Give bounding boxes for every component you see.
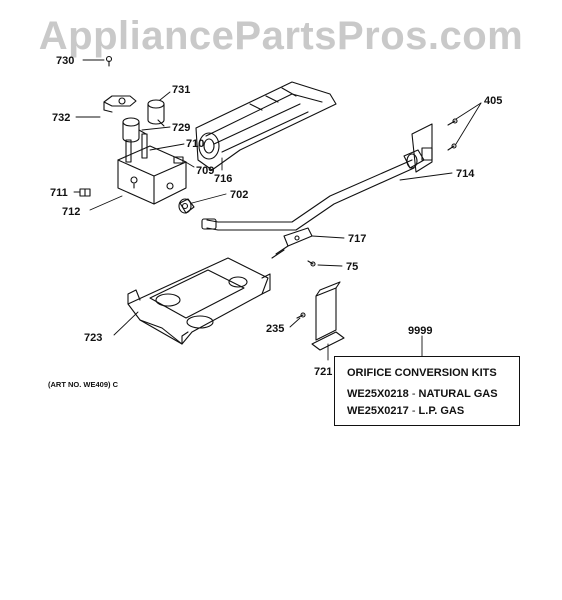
kit-separator: - — [408, 405, 419, 417]
label-730: 730 — [56, 55, 74, 67]
art-number: (ART NO. WE409) C — [48, 380, 119, 389]
kit-box-title: ORIFICE CONVERSION KITS — [347, 367, 497, 379]
kit-separator: - — [408, 388, 419, 400]
label-9999: 9999 — [408, 325, 432, 337]
part-730-screw[interactable] — [105, 55, 113, 67]
label-717: 717 — [348, 233, 366, 245]
part-75-screw[interactable] — [307, 260, 316, 267]
leader-lines — [73, 59, 482, 361]
kit-row: WE25X0218 - NATURAL GAS — [347, 388, 498, 400]
label-732: 732 — [52, 112, 70, 124]
part-721-shield[interactable] — [311, 281, 345, 351]
part-709-fitting[interactable] — [173, 156, 184, 164]
label-716: 716 — [214, 173, 232, 185]
label-75: 75 — [346, 261, 358, 273]
label-721: 721 — [314, 366, 332, 378]
part-717-igniter[interactable] — [271, 227, 313, 259]
part-714-gas-tube[interactable] — [201, 123, 433, 231]
kit-description: L.P. GAS — [418, 405, 465, 417]
part-731-coil[interactable] — [147, 99, 165, 127]
watermark: AppliancePartsPros.com — [38, 14, 524, 58]
label-702: 702 — [230, 189, 248, 201]
part-235-screw[interactable] — [296, 312, 306, 319]
part-712-valve-body[interactable] — [117, 133, 187, 205]
label-712: 712 — [62, 206, 80, 218]
label-714: 714 — [456, 168, 475, 180]
label-723: 723 — [84, 332, 102, 344]
part-723-bracket[interactable] — [127, 257, 271, 345]
part-labels: 730 731 732 729 710 709 716 711 702 712 … — [50, 55, 502, 378]
kit-description: NATURAL GAS — [418, 388, 498, 400]
kit-part-number[interactable]: WE25X0217 — [347, 405, 409, 417]
label-729: 729 — [172, 122, 190, 134]
label-709: 709 — [196, 165, 214, 177]
label-235: 235 — [266, 323, 284, 335]
part-732-bracket[interactable] — [103, 95, 137, 113]
part-711-fitting[interactable] — [79, 188, 91, 197]
label-731: 731 — [172, 84, 190, 96]
part-405-screws[interactable] — [447, 118, 458, 151]
part-716-burner[interactable] — [195, 81, 337, 171]
kit-row: WE25X0217 - L.P. GAS — [347, 405, 464, 417]
label-711: 711 — [50, 187, 68, 199]
orifice-kit-box: ORIFICE CONVERSION KITS WE25X0218 - NATU… — [334, 356, 520, 426]
part-702-orifice[interactable] — [178, 198, 195, 214]
kit-part-number[interactable]: WE25X0218 — [347, 388, 409, 400]
label-710: 710 — [186, 138, 204, 150]
label-405: 405 — [484, 95, 502, 107]
